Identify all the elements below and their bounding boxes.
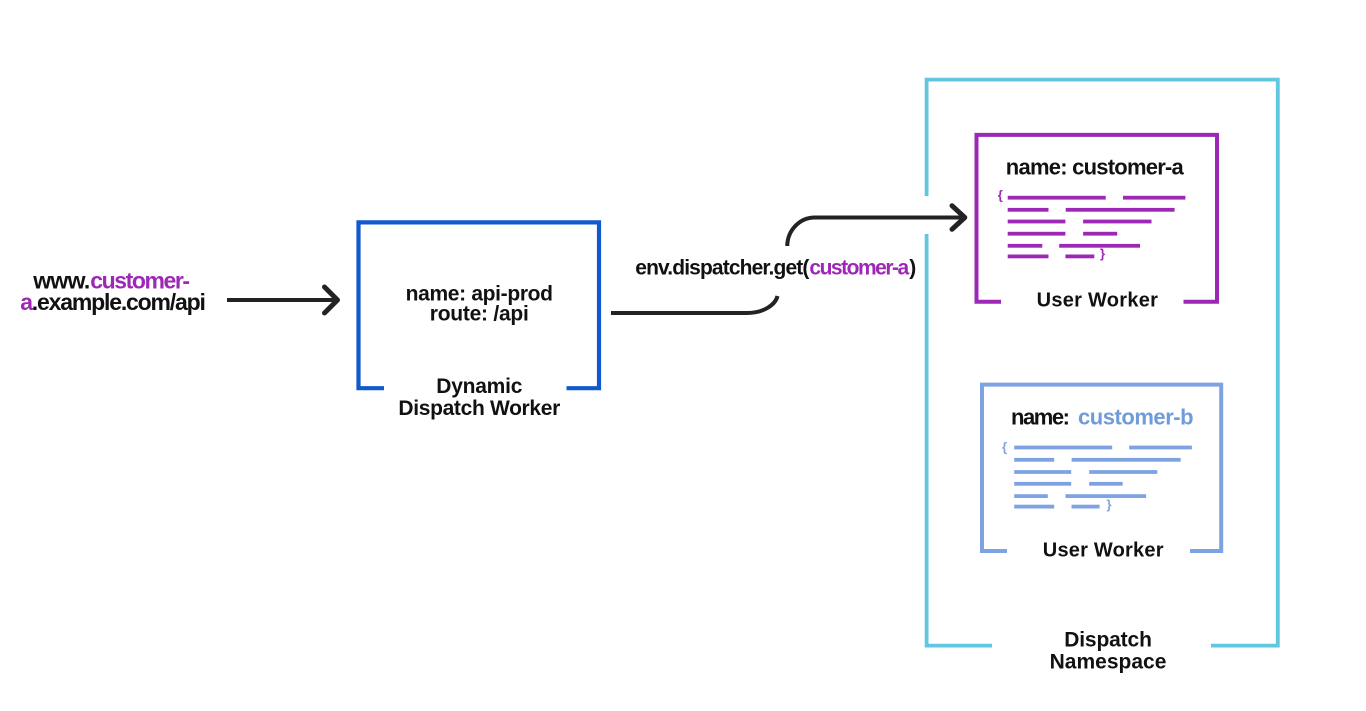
svg-text:customer-: customer- (90, 268, 190, 294)
svg-text:User Worker: User Worker (1043, 539, 1164, 561)
svg-text:route: /api: route: /api (430, 303, 529, 326)
svg-text:name: api-prod: name: api-prod (406, 283, 553, 306)
svg-text:a: a (20, 289, 33, 315)
svg-text:Dispatch Worker: Dispatch Worker (398, 397, 560, 420)
svg-text:Namespace: Namespace (1050, 651, 1167, 674)
svg-text:name:: name: (1011, 405, 1070, 430)
svg-text:.example.com/api: .example.com/api (32, 289, 206, 315)
svg-text:Dynamic: Dynamic (436, 375, 522, 398)
svg-text:{: { (1002, 440, 1007, 455)
svg-text:}: } (1100, 246, 1105, 261)
svg-text:{: { (998, 187, 1003, 202)
svg-text:name: customer-a: name: customer-a (1006, 155, 1185, 180)
svg-text:customer-b: customer-b (1078, 405, 1194, 430)
svg-text:Dispatch: Dispatch (1064, 629, 1152, 652)
svg-text:www.: www. (32, 268, 90, 294)
svg-text:User Worker: User Worker (1037, 289, 1159, 311)
svg-text:}: } (1107, 497, 1112, 512)
svg-text:customer-a: customer-a (809, 257, 909, 280)
svg-text:env.dispatcher.get(: env.dispatcher.get( (635, 257, 809, 280)
svg-text:): ) (909, 257, 916, 280)
